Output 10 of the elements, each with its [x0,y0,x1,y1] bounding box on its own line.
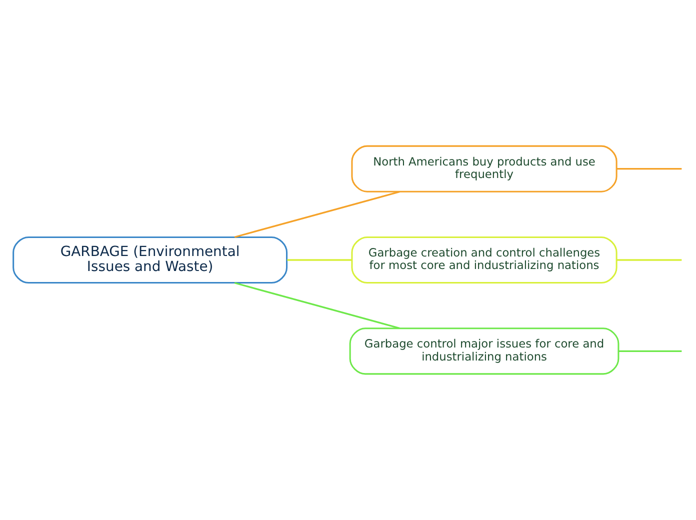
connector [616,259,682,261]
node-box: Garbage creation and control challenges for most core and industrializing nations [351,236,618,284]
connector [287,259,352,261]
node-box: GARBAGE (Environmental Issues and Waste) [12,236,288,284]
node-box: Garbage control major issues for core and industrializing nations [349,328,620,375]
node-box: North Americans buy products and use frequently [351,145,618,192]
connector [618,350,682,352]
connector [616,168,682,170]
connector [234,282,400,330]
connector [234,190,400,238]
